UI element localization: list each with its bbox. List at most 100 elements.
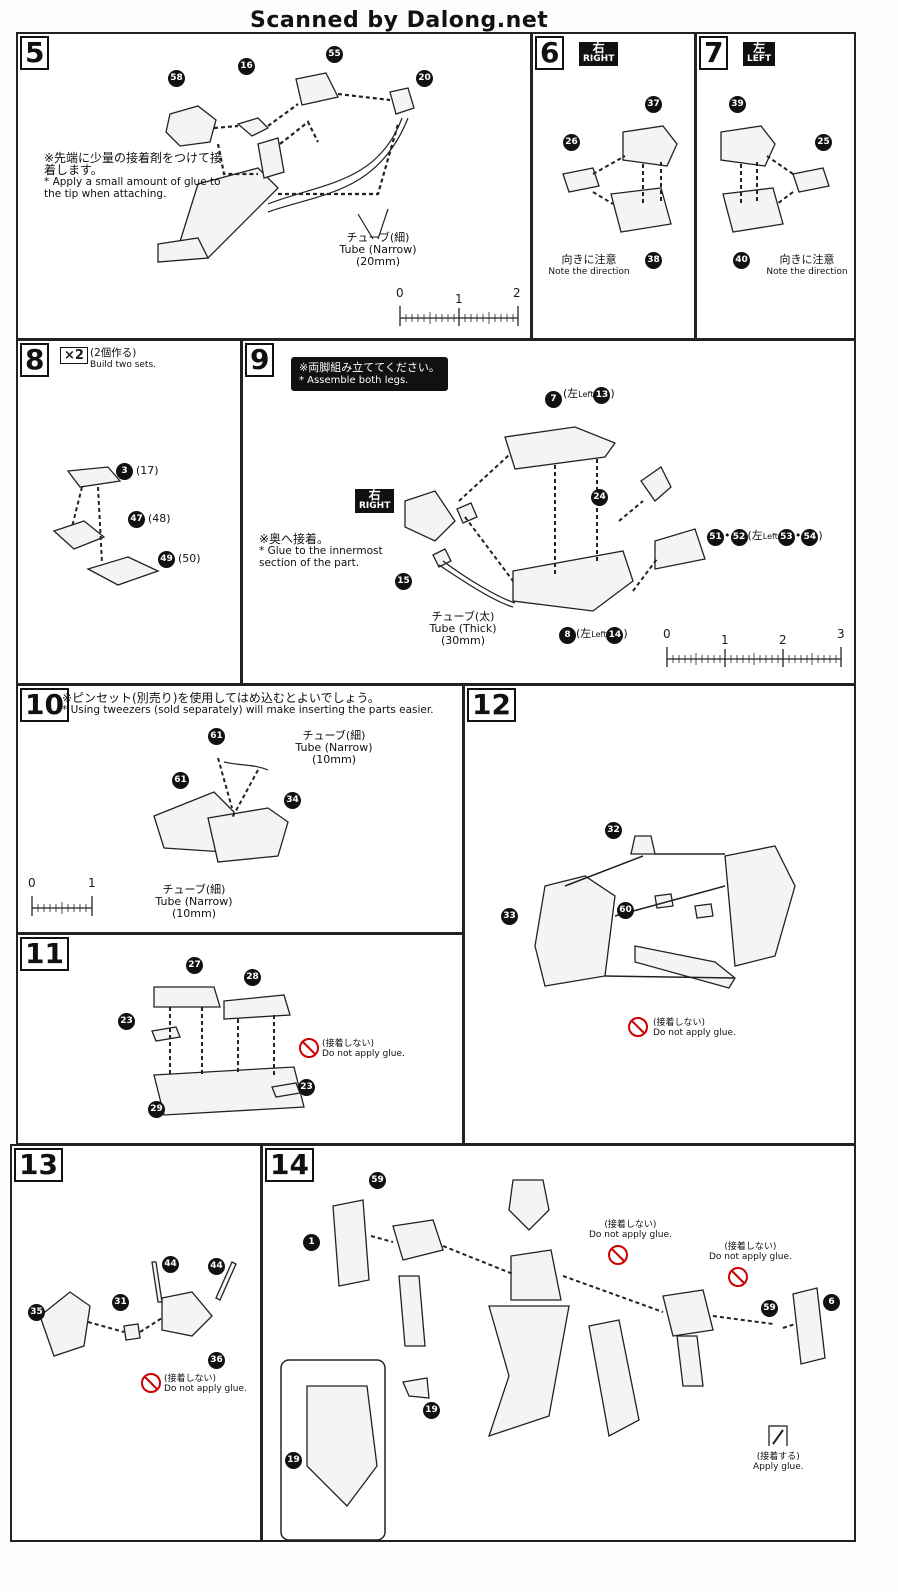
glue-inner-note: ※奥へ接着。 * Glue to the innermost section o…	[259, 533, 399, 569]
no-glue-jp: (接着しない)	[604, 1220, 657, 1230]
direction-en: Note the direction	[548, 267, 630, 277]
part-number: 47	[128, 511, 145, 528]
no-glue-en: Do not apply glue.	[653, 1028, 736, 1038]
part-number: 37	[645, 96, 662, 113]
paren-part: (48)	[148, 512, 171, 525]
tweezers-note: ※ピンセット(別売り)を使用してはめ込むとよいでしょう。 * Using twe…	[62, 692, 462, 716]
step-11-drawing	[151, 986, 305, 1116]
part-number: 59	[369, 1172, 386, 1189]
tube-length: (10mm)	[171, 907, 216, 920]
part-number: 59	[761, 1300, 778, 1317]
step-9-drawing	[404, 426, 842, 667]
tube-length: (10mm)	[311, 753, 356, 766]
part-number: 61	[208, 728, 225, 745]
glue-brush-icon	[768, 1425, 788, 1446]
step-number: 6	[535, 36, 565, 70]
tweezers-en: * Using tweezers (sold separately) will …	[62, 704, 434, 716]
part-number: 55	[326, 46, 343, 63]
part-number: 54	[801, 529, 819, 546]
step-12-panel: 12 32 33 60 (接着しない) Do not apply glue	[463, 684, 856, 1145]
part-number: 7	[545, 391, 562, 408]
part-number: 36	[208, 1352, 225, 1369]
no-glue-jp: (接着しない)	[164, 1374, 217, 1384]
side-badge: 右 RIGHT	[579, 42, 619, 66]
step-14-panel: 14	[261, 1144, 856, 1542]
side-en: LEFT	[747, 54, 772, 64]
part-number-paren: 50	[182, 552, 197, 565]
sets-jp: (2個作る)	[90, 347, 137, 359]
left-en: Left	[762, 532, 778, 541]
part-number: 33	[501, 908, 518, 925]
scale-label: 3	[837, 627, 845, 641]
tube-jp: チューブ(太)	[431, 610, 495, 623]
part-number: 6	[823, 1294, 840, 1311]
no-glue-icon	[728, 1267, 748, 1287]
part-number: 58	[168, 70, 185, 87]
glue-note-jp: ※先端に少量の接着剤をつけて接着します。	[44, 151, 223, 177]
no-glue-icon	[628, 1017, 648, 1037]
step-number: 10	[20, 688, 69, 722]
part-number: 28	[244, 969, 261, 986]
part-number: 19	[285, 1452, 302, 1469]
no-glue-en: Do not apply glue.	[164, 1384, 247, 1394]
part-number: 8	[559, 627, 576, 644]
step-10-panel: 10 ※ピンセット(別売り)を使用してはめ込むとよいでしょう。 * Using …	[16, 684, 464, 934]
no-glue-note: (接着しない) Do not apply glue.	[589, 1220, 672, 1240]
no-glue-note: (接着しない) Do not apply glue.	[322, 1039, 405, 1059]
glue-inner-jp: ※奥へ接着。	[259, 532, 330, 546]
scale-label: 0	[28, 876, 36, 890]
tube-jp: チューブ(細)	[302, 729, 366, 742]
no-glue-note: (接着しない) Do not apply glue.	[709, 1242, 792, 1262]
part-number: 61	[172, 772, 189, 789]
part-number: 60	[617, 902, 634, 919]
step-10-drawing	[31, 757, 289, 916]
part-number: 24	[591, 489, 608, 506]
step-number: 12	[467, 688, 516, 722]
scale-label: 0	[396, 286, 404, 300]
tube-label: チューブ(細) Tube (Narrow) (20mm)	[318, 232, 438, 268]
tube-jp: チューブ(細)	[162, 883, 226, 896]
part-number: 1	[303, 1234, 320, 1251]
tube-en: Tube (Narrow)	[155, 895, 233, 908]
sets-note: (2個作る) Build two sets.	[90, 347, 156, 371]
part-number: 51	[707, 529, 724, 546]
part-number: 34	[284, 792, 301, 809]
part-number: 25	[815, 134, 832, 151]
step-number: 13	[14, 1148, 63, 1182]
step-7-panel: 7 左 LEFT 39 25 40 向きに注意 Note the directi…	[695, 32, 856, 340]
tube-label-top: チューブ(細) Tube (Narrow) (10mm)	[274, 730, 394, 766]
part-number: 3	[116, 463, 133, 480]
direction-note: 向きに注意 Note the direction	[757, 254, 854, 278]
part-number: 27	[186, 957, 203, 974]
step-13-panel: 13 44 44 31 35 36 (接着しない) Do not apply g…	[10, 1144, 262, 1542]
left-jp: 左	[751, 529, 763, 542]
scale-label: 1	[455, 292, 463, 306]
tweezers-jp: ※ピンセット(別売り)を使用してはめ込むとよいでしょう。	[62, 691, 380, 705]
step-12-drawing	[534, 835, 796, 989]
no-glue-en: Do not apply glue.	[589, 1230, 672, 1240]
no-glue-icon	[608, 1245, 628, 1265]
sets-en: Build two sets.	[90, 360, 157, 370]
no-glue-en: Do not apply glue.	[709, 1252, 792, 1262]
apply-glue-note: (接着する) Apply glue.	[753, 1452, 804, 1472]
step-number: 8	[20, 343, 50, 377]
part-number: 15	[395, 573, 412, 590]
step-number: 7	[699, 36, 729, 70]
part-number-paren: 48	[152, 512, 167, 525]
no-glue-en: Do not apply glue.	[322, 1049, 405, 1059]
left-en: Left	[578, 390, 594, 399]
assemble-en: * Assemble both legs.	[299, 375, 409, 386]
step-number: 5	[20, 36, 50, 70]
step-8-panel: 8 ×2 (2個作る) Build two sets. 3 (17) 47 (4…	[16, 339, 242, 685]
part-number: 39	[729, 96, 746, 113]
part-number: 40	[733, 252, 750, 269]
scale-label: 2	[513, 286, 521, 300]
step-number: 11	[20, 937, 69, 971]
assemble-note: ※両脚組み立ててください。 * Assemble both legs.	[291, 357, 448, 391]
part-number: 19	[423, 1402, 440, 1419]
part-number: 20	[416, 70, 433, 87]
part-number: 23	[118, 1013, 135, 1030]
part-number: 23	[298, 1079, 315, 1096]
